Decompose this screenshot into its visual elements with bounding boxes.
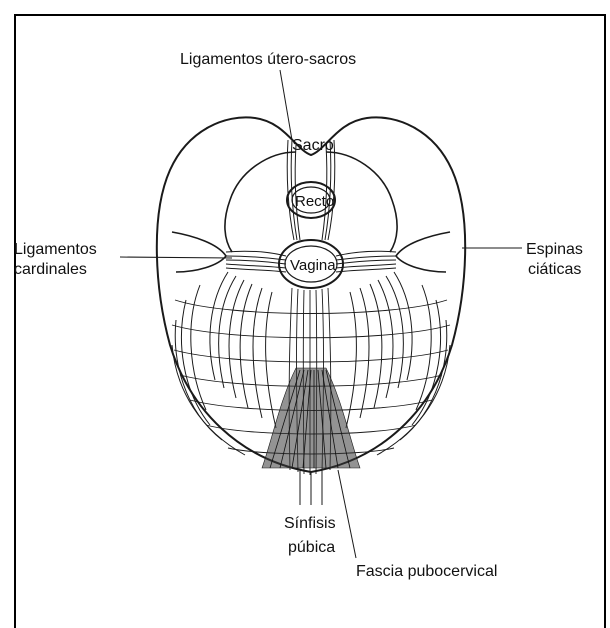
ischial-spine-right xyxy=(396,232,450,272)
label-rectum: Recto xyxy=(295,193,334,210)
pubocervical-leader xyxy=(338,470,356,558)
label-sacrum: Sacro xyxy=(292,137,334,154)
label-symphysis-line2: púbica xyxy=(288,539,335,556)
levator-lines-right xyxy=(346,272,450,455)
label-cardinal-line2: cardinales xyxy=(14,261,87,278)
label-uterosacral: Ligamentos útero-sacros xyxy=(180,51,356,68)
cardinal-leader xyxy=(120,257,232,258)
symphysis-leaders xyxy=(300,470,322,505)
label-spines-line2: ciáticas xyxy=(528,261,581,278)
pubocervical-shading xyxy=(262,368,360,468)
label-vagina: Vagina xyxy=(290,257,336,274)
label-cardinal-line1: Ligamentos xyxy=(14,241,97,258)
sacrum-right-lobe xyxy=(326,152,397,252)
levator-lines-left xyxy=(172,272,276,455)
label-spines-line1: Espinas xyxy=(526,241,583,258)
sacrum-left-lobe xyxy=(225,152,296,252)
label-symphysis-line1: Sínfisis xyxy=(284,515,336,532)
label-pubocervical: Fascia pubocervical xyxy=(356,563,497,580)
ischial-spine-left xyxy=(172,232,226,272)
